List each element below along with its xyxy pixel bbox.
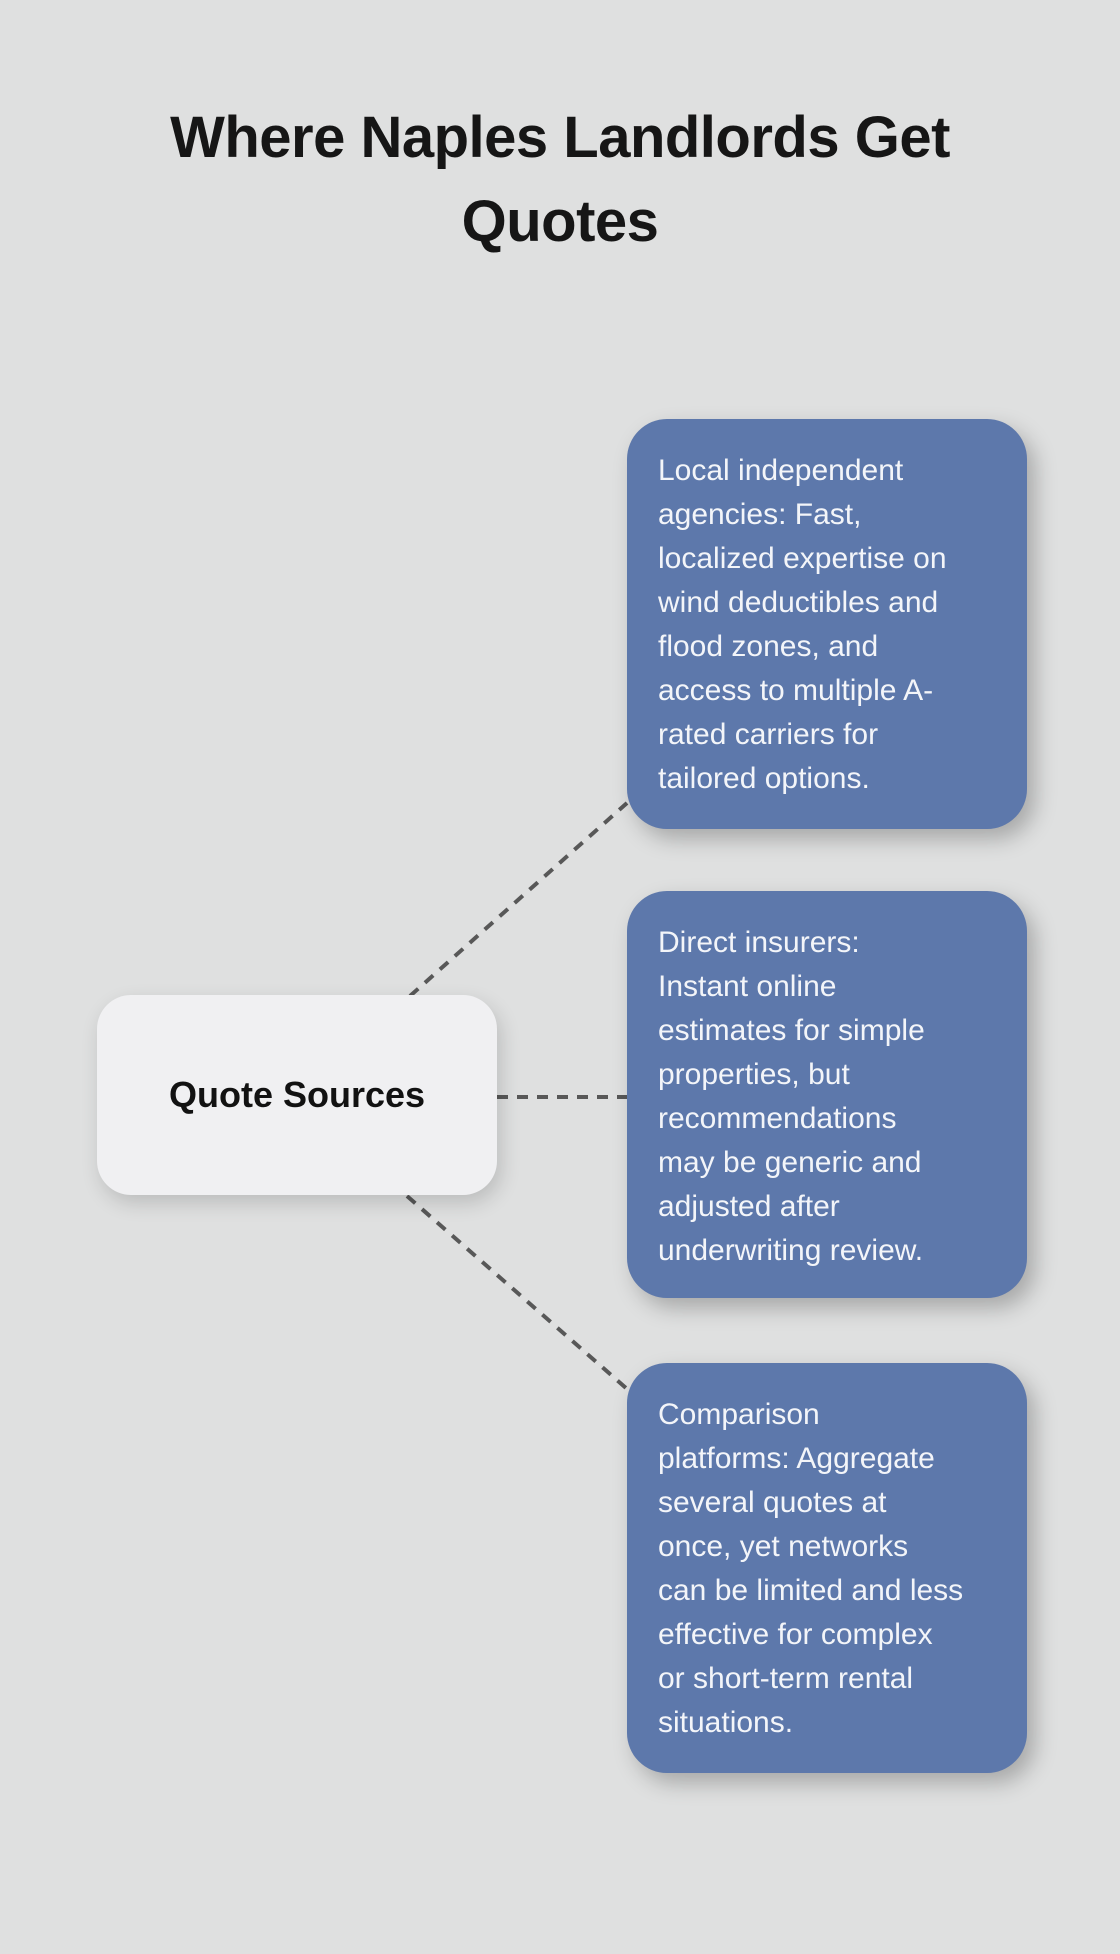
center-node-label: Quote Sources (168, 1074, 426, 1115)
branch-card-text: Local independent agencies: Fast, locali… (658, 454, 947, 795)
branch-card-text: Direct insurers: Instant online estimate… (658, 926, 925, 1267)
branch-card-direct-insurers: Direct insurers: Instant online estimate… (627, 891, 1027, 1298)
connector-line-bottom (405, 1194, 628, 1390)
center-node-quote-sources: Quote Sources (97, 995, 497, 1195)
page-title: Where Naples Landlords Get Quotes (170, 105, 950, 254)
branch-card-local-independent-agencies: Local independent agencies: Fast, locali… (627, 419, 1027, 829)
branch-card-text: Comparison platforms: Aggregate several … (658, 1398, 964, 1739)
connector-line-top (408, 801, 629, 998)
branch-card-comparison-platforms: Comparison platforms: Aggregate several … (627, 1363, 1027, 1773)
